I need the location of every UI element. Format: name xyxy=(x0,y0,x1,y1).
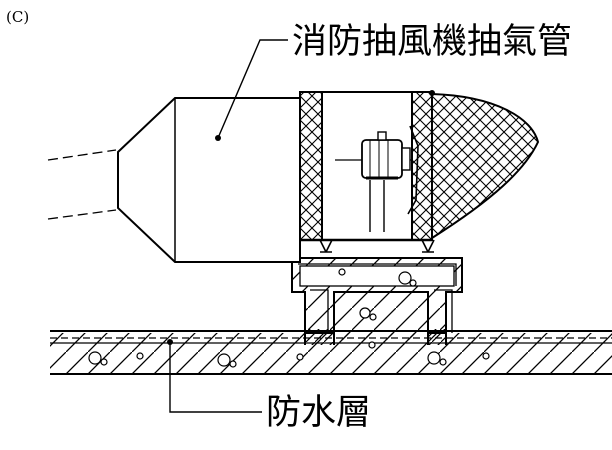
exhaust-duct xyxy=(47,97,301,263)
fan-motor xyxy=(335,125,419,232)
slab-aggregate xyxy=(88,351,490,368)
waterproof-layer-label: 防水層 xyxy=(266,393,371,433)
fan-duct-leader xyxy=(215,39,288,141)
figure-label: (C) xyxy=(6,8,29,26)
fan-duct-label: 消防抽風機抽氣管 xyxy=(292,22,572,62)
waterproof-layer-leader xyxy=(167,339,262,413)
concrete-curb xyxy=(291,257,463,349)
outlet-hood xyxy=(431,92,540,240)
fan-housing xyxy=(299,90,435,253)
